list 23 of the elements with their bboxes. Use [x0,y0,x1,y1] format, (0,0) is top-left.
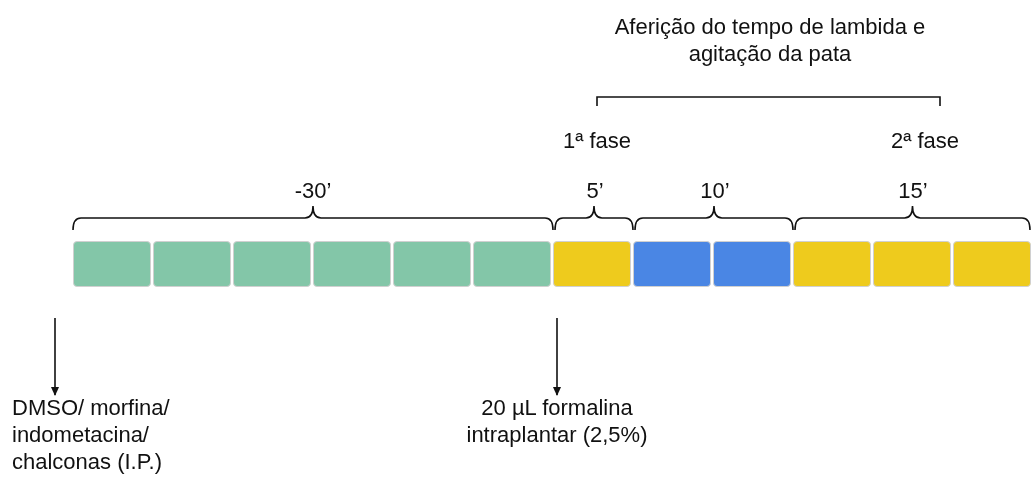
timeline-block [553,241,631,287]
annotation-text: 20 µL formalina intraplantar (2,5%) [437,394,677,448]
arrow [51,317,59,396]
timeline-block [233,241,311,287]
annotation-text: DMSO/ morfina/ indometacina/ chalconas (I.P.) [12,394,242,475]
phase-label: 2ª fase [889,127,961,154]
timeline-block [873,241,951,287]
arrow [553,317,561,396]
phase-heading: Aferição do tempo de lambida e agitação da pata [613,13,927,67]
duration-label: -30’ [293,177,333,204]
timeline-block [393,241,471,287]
timeline-block [713,241,791,287]
timeline-block [793,241,871,287]
duration-label: 15’ [897,177,929,204]
timeline-block [473,241,551,287]
timeline-block [313,241,391,287]
timeline-block [953,241,1031,287]
timeline-block [633,241,711,287]
phase-label: 1ª fase [561,127,633,154]
duration-label: 10’ [699,177,731,204]
timeline-block [153,241,231,287]
duration-label: 5’ [585,177,605,204]
timeline-block [73,241,151,287]
